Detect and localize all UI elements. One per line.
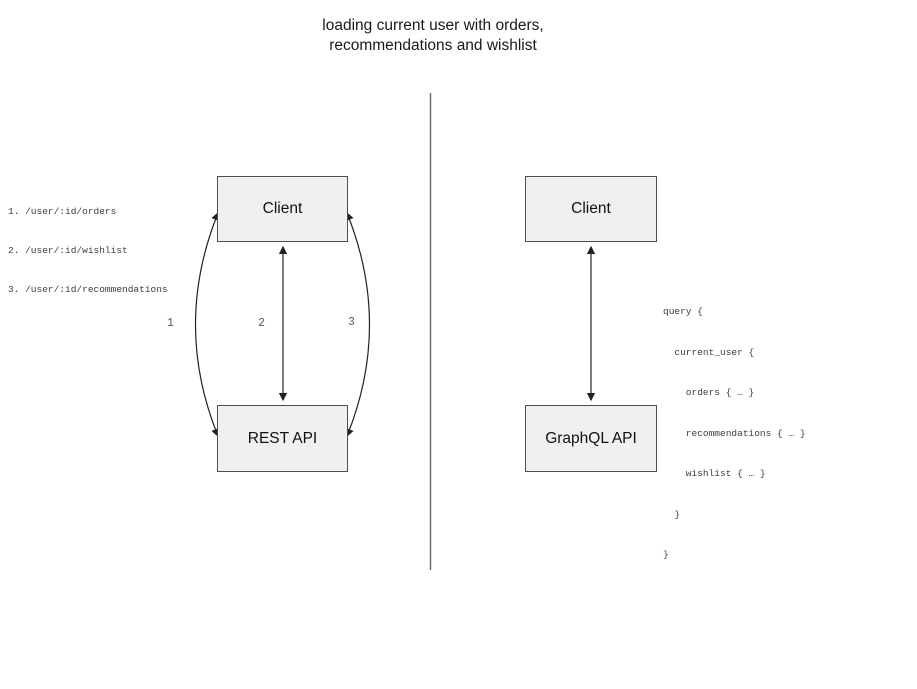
query-line: orders { … } bbox=[663, 387, 755, 398]
arrow-label-2: 2 bbox=[258, 317, 265, 330]
query-line: } bbox=[663, 549, 669, 560]
rest-arrow-1 bbox=[194, 211, 220, 438]
rest-client-box: Client bbox=[217, 176, 348, 242]
arrow-label-1: 1 bbox=[167, 317, 174, 330]
title-line-1: loading current user with orders, bbox=[322, 17, 544, 34]
graphql-api-box: GraphQL API bbox=[525, 405, 657, 472]
rest-endpoint-wishlist: 2. /user/:id/wishlist bbox=[8, 245, 128, 256]
rest-api-label: REST API bbox=[247, 429, 318, 447]
query-line: recommendations { … } bbox=[663, 427, 806, 439]
arrow-label-3: 3 bbox=[348, 316, 355, 329]
rest-endpoint-orders: 1. /user/:id/orders bbox=[8, 206, 117, 217]
graphql-api-label: GraphQL API bbox=[545, 429, 637, 447]
rest-endpoint-recommendations: 3. /user/:id/recommendations bbox=[8, 284, 168, 295]
graphql-client-box: Client bbox=[525, 176, 657, 242]
graphql-client-label: Client bbox=[571, 200, 611, 217]
rest-api-box: REST API bbox=[217, 405, 348, 472]
query-line: query { bbox=[663, 306, 703, 317]
query-line: } bbox=[663, 508, 681, 520]
query-line: current_user { bbox=[663, 346, 755, 358]
rest-arrow-3 bbox=[345, 211, 371, 438]
rest-endpoint-list: 1. /user/:id/orders 2. /user/:id/wishlis… bbox=[8, 179, 168, 322]
title-line-2: recommendations and wishlist bbox=[329, 37, 537, 54]
rest-client-label: Client bbox=[262, 200, 303, 217]
diagram-title: loading current user with orders, recomm… bbox=[0, 16, 866, 56]
query-line: wishlist { … } bbox=[663, 468, 766, 479]
graphql-query-snippet: query { current_user { orders { … } reco… bbox=[663, 278, 806, 589]
